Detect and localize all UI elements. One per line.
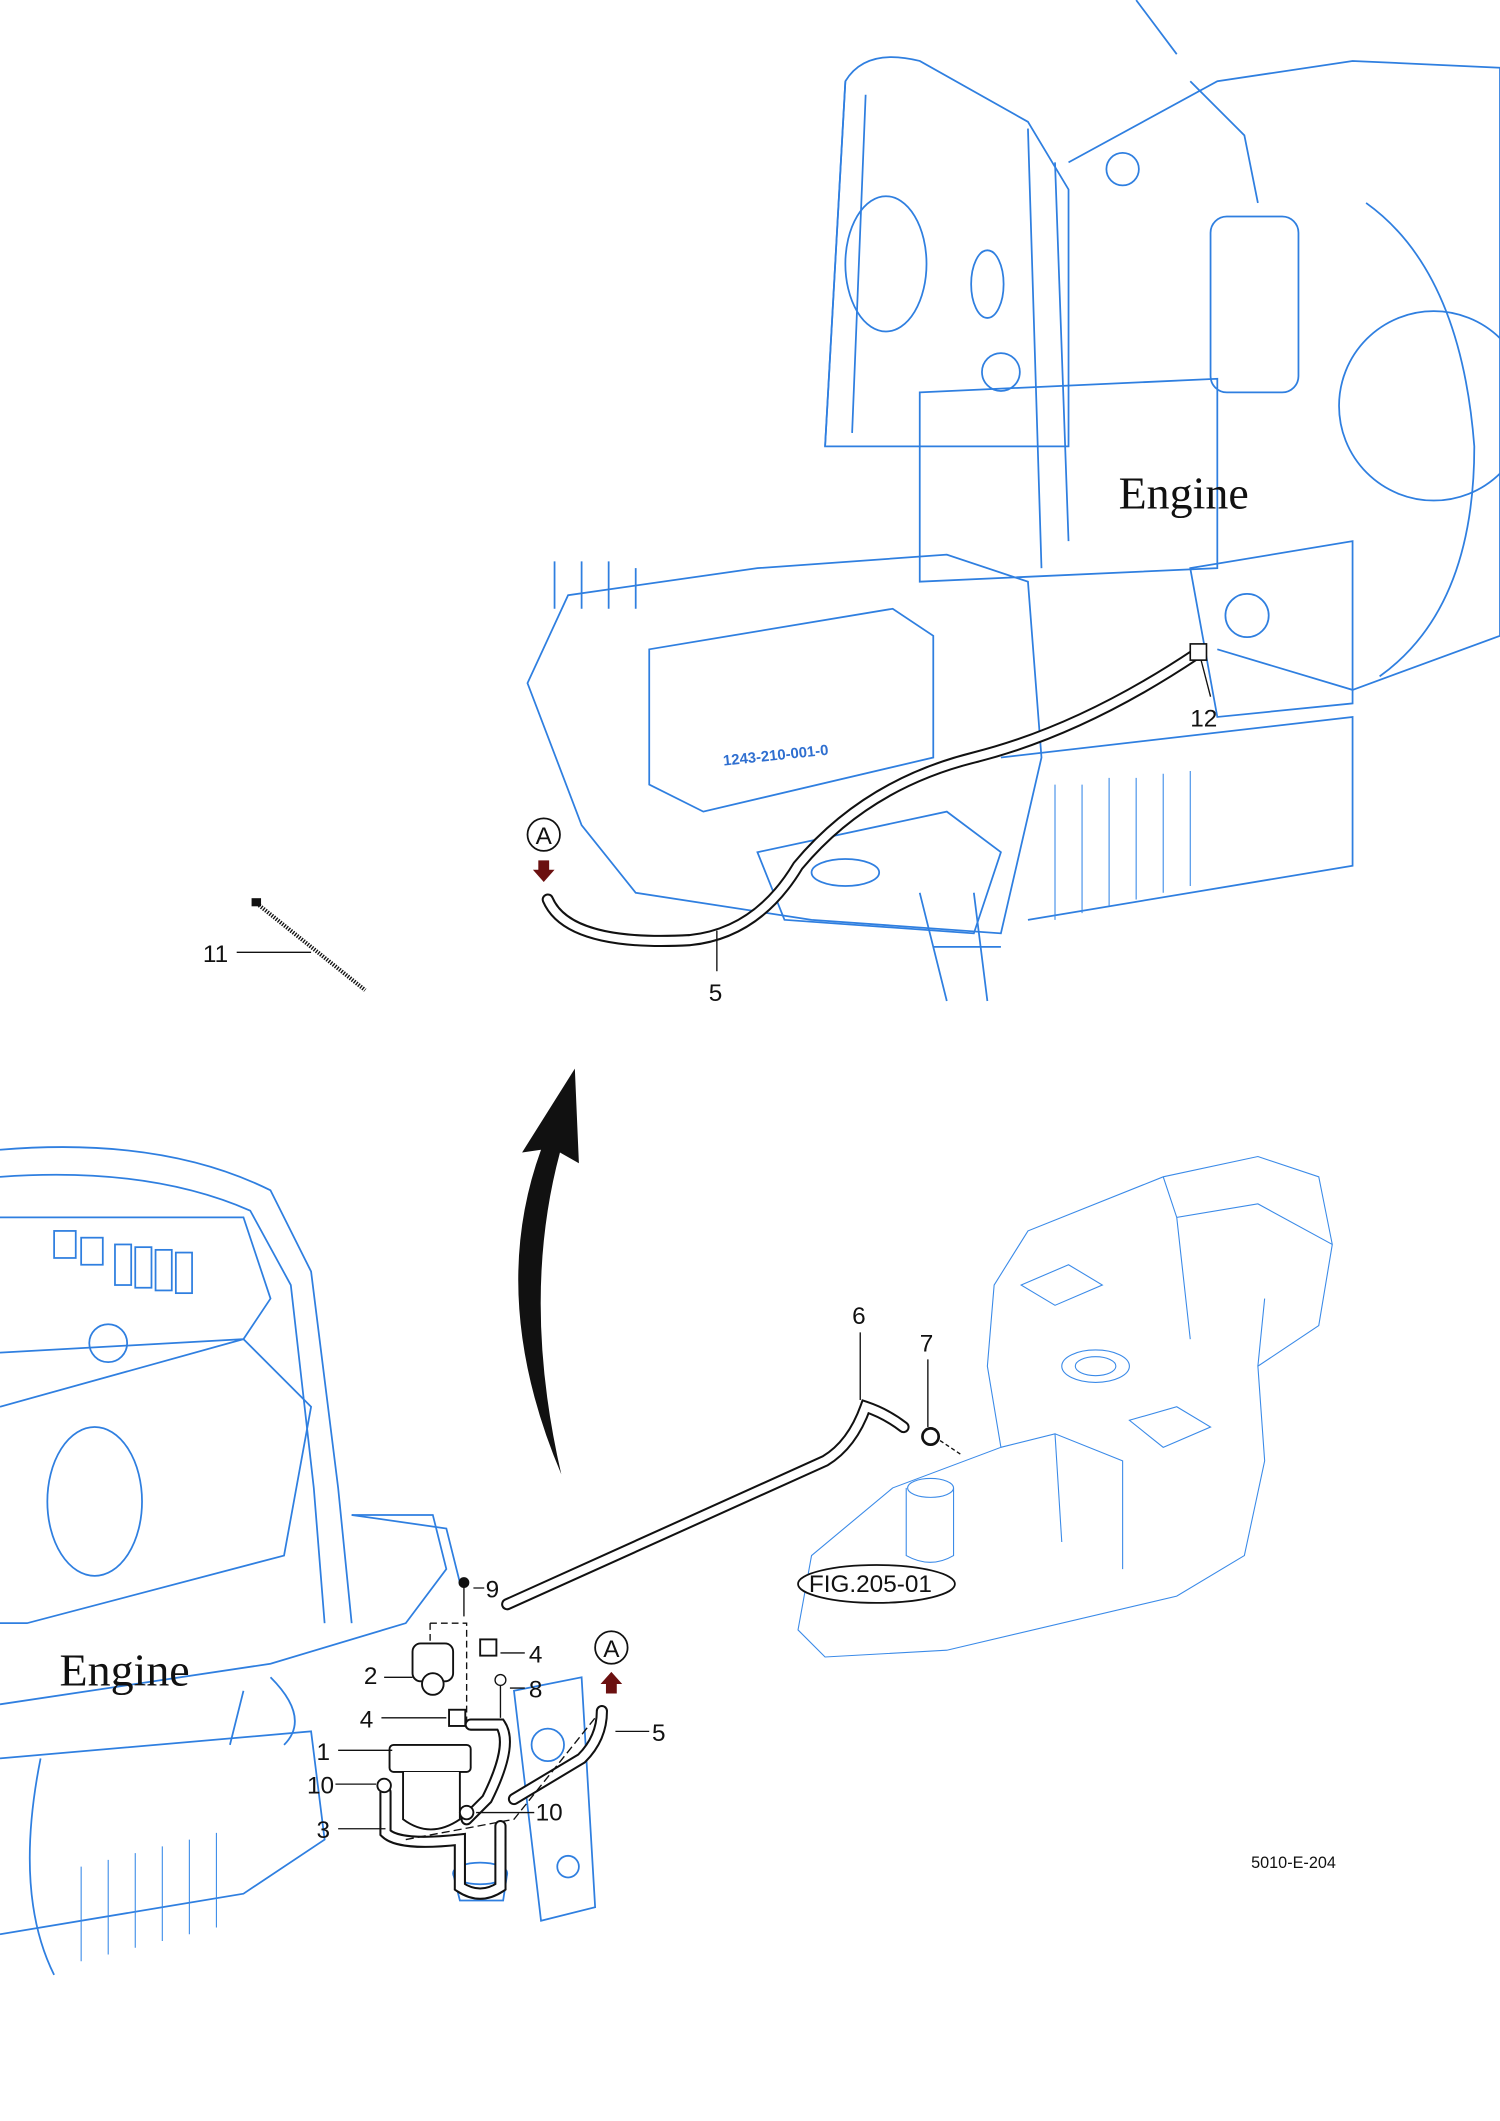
connector-a-bottom: A	[603, 1636, 620, 1663]
fig-reference-ellipse	[797, 1564, 956, 1604]
callout-5-bottom: 5	[652, 1720, 666, 1747]
drawing-code: 5010-E-204	[1251, 1854, 1336, 1872]
clamp-7	[921, 1427, 941, 1446]
fig-reference: FIG.205-01	[809, 1571, 932, 1598]
connector-a-bottom-circle	[594, 1630, 629, 1665]
connector-a-top: A	[536, 823, 553, 850]
engine-label-top: Engine	[1119, 468, 1249, 519]
engine-label-bottom: Engine	[60, 1644, 190, 1695]
clamp-4-upper	[479, 1638, 498, 1657]
callout-10-left: 10	[307, 1773, 334, 1800]
fuel-filter-assembly	[335, 1577, 650, 1900]
arrow-up-icon	[600, 1671, 623, 1694]
tank-hose-6	[501, 1332, 961, 1611]
callout-7: 7	[920, 1330, 934, 1357]
cable-tie-11	[236, 898, 367, 992]
arrow-down-icon	[532, 860, 555, 882]
callout-12: 12	[1190, 705, 1217, 732]
callout-11: 11	[203, 941, 228, 968]
connector-a-top-circle	[526, 817, 561, 852]
callout-9: 9	[486, 1576, 500, 1603]
curved-arrow-icon	[518, 1068, 579, 1475]
fitting-12	[1189, 643, 1208, 661]
callout-1: 1	[317, 1739, 331, 1766]
part-stamp: 1243-210-001-0	[722, 743, 829, 770]
callout-4-upper: 4	[529, 1641, 543, 1668]
callout-6: 6	[852, 1303, 866, 1330]
fuel-tank	[797, 1155, 1333, 1658]
bottom-engine-drawing	[0, 1146, 597, 1976]
clamp-4-lower	[448, 1708, 467, 1727]
callout-5-top: 5	[709, 980, 723, 1007]
top-engine-drawing	[526, 0, 1500, 1002]
callout-3: 3	[317, 1817, 331, 1844]
top-fuel-hose	[541, 643, 1208, 948]
callout-10-right: 10	[536, 1800, 563, 1827]
callout-2: 2	[364, 1663, 378, 1690]
callout-8: 8	[529, 1677, 543, 1704]
callout-4-lower: 4	[360, 1706, 374, 1733]
